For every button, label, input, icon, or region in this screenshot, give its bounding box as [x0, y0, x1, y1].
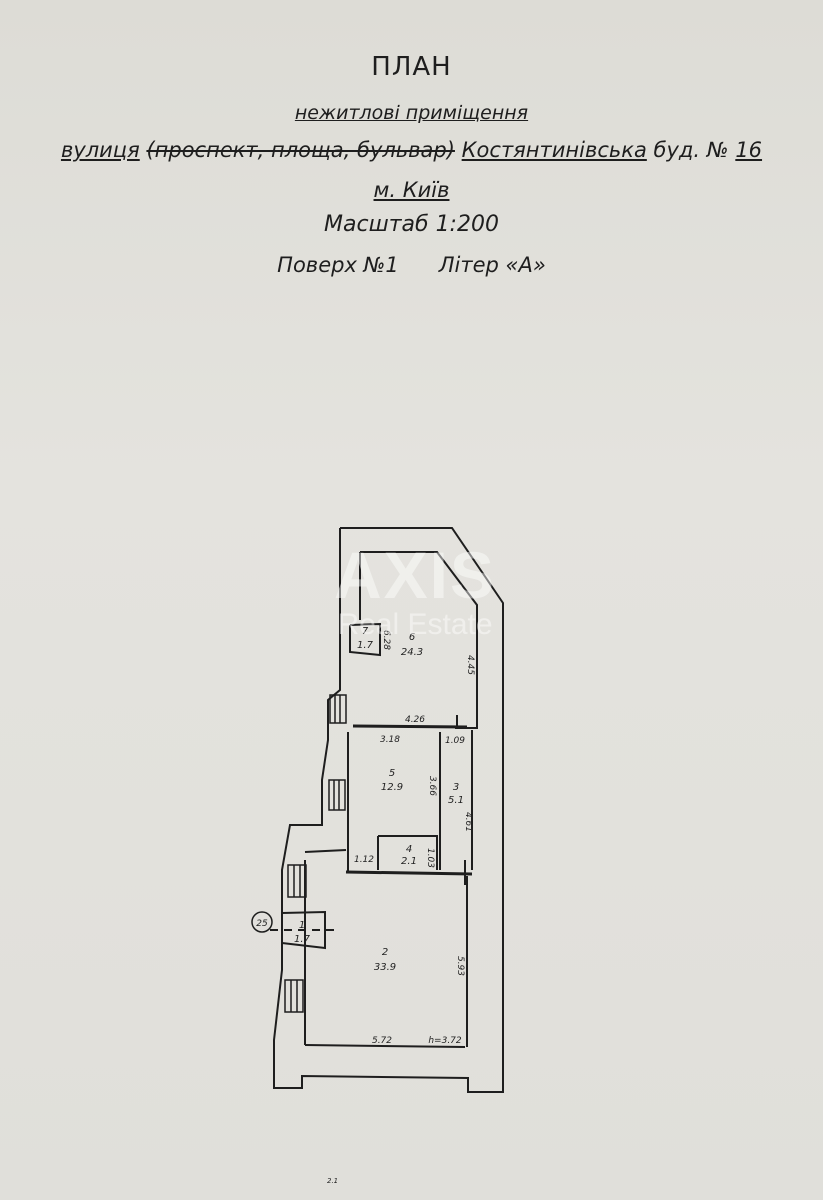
letter-label: Літер «А» [438, 253, 546, 277]
svg-text:12.9: 12.9 [381, 782, 403, 793]
svg-text:25: 25 [256, 919, 268, 929]
svg-text:3.18: 3.18 [380, 735, 400, 745]
footer-mark: 2.1 [327, 1177, 338, 1185]
floor-line: Поверх №1 Літер «А» [0, 253, 823, 277]
svg-text:5.93: 5.93 [455, 956, 465, 976]
svg-text:4.61: 4.61 [463, 812, 473, 832]
svg-text:24.3: 24.3 [401, 647, 423, 658]
city-line: м. Київ [373, 178, 450, 202]
svg-text:7: 7 [362, 626, 369, 637]
premises-type: нежитлові приміщення [294, 102, 529, 124]
svg-text:4.26: 4.26 [405, 715, 425, 725]
building-number: 16 [735, 138, 763, 162]
svg-text:1.12: 1.12 [354, 855, 374, 865]
svg-text:6: 6 [409, 632, 415, 643]
address-line: вулиця (проспект, площа, бульвар) Костян… [0, 138, 823, 162]
street-label: вулиця [60, 138, 140, 162]
svg-text:1.7: 1.7 [357, 640, 374, 651]
entrance-marker [251, 911, 273, 933]
outer-wall [273, 527, 504, 1093]
svg-text:3.66: 3.66 [427, 776, 437, 796]
svg-text:1.7: 1.7 [294, 934, 311, 945]
svg-text:3: 3 [453, 782, 459, 793]
svg-text:2: 2 [382, 947, 388, 958]
svg-text:5.1: 5.1 [448, 795, 464, 806]
room-6-wall [360, 551, 478, 729]
street-struck-options: (проспект, площа, бульвар) [146, 138, 455, 162]
svg-text:4.45: 4.45 [465, 655, 475, 675]
svg-text:4: 4 [406, 844, 412, 855]
building-label: буд. № [653, 138, 729, 162]
svg-text:1.03: 1.03 [425, 848, 435, 868]
svg-text:5.72: 5.72 [372, 1036, 392, 1046]
svg-text:1.09: 1.09 [445, 736, 465, 746]
floor-number: Поверх №1 [277, 253, 399, 277]
svg-text:6.28: 6.28 [381, 630, 391, 650]
scale-line: Масштаб 1:200 [324, 212, 499, 237]
svg-text:1: 1 [299, 920, 305, 931]
street-name: Костянтинівська [461, 138, 647, 162]
svg-text:2.1: 2.1 [401, 856, 417, 867]
svg-text:33.9: 33.9 [374, 962, 396, 973]
plan-title: ПЛАН [371, 52, 452, 82]
svg-text:5: 5 [389, 768, 395, 779]
svg-text:h=3.72: h=3.72 [428, 1036, 462, 1046]
